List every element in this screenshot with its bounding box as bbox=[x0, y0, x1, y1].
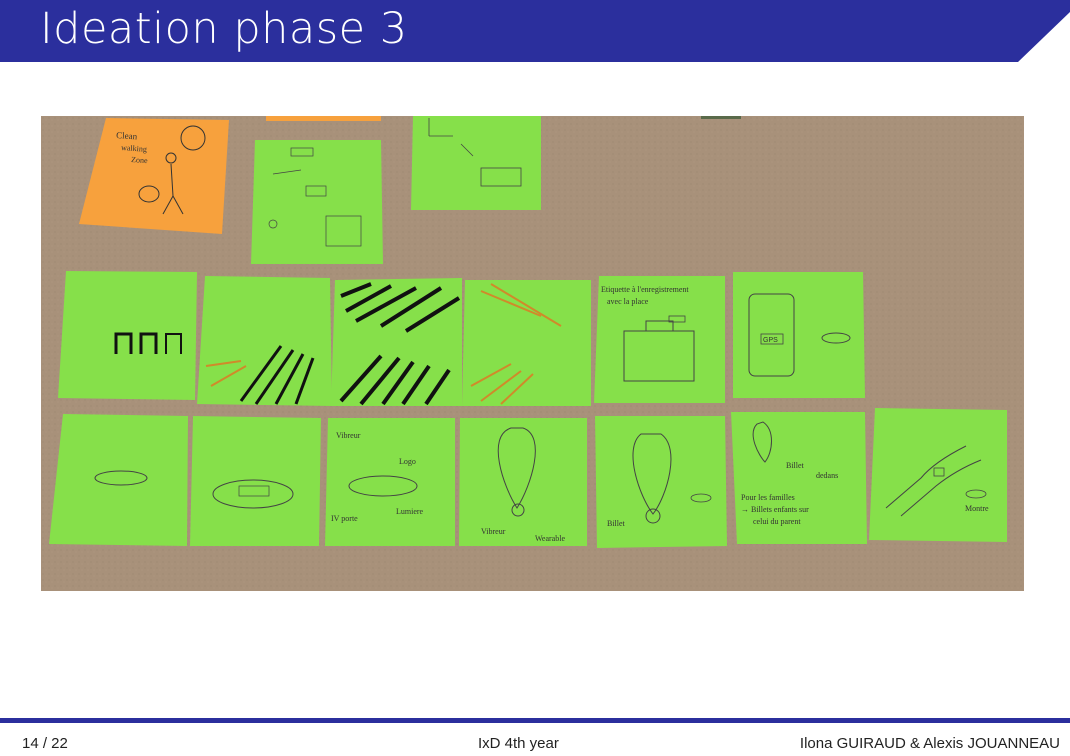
header-banner-shape bbox=[0, 0, 1070, 62]
green-note-luggage: Etiquette à l'enregistrement avec la pla… bbox=[594, 276, 725, 403]
note-text-clean: Clean bbox=[116, 130, 138, 141]
note-text-billet-2: Billet bbox=[786, 461, 805, 470]
note-text-vibreur: Vibreur bbox=[336, 431, 361, 440]
course-label: IxD 4th year bbox=[478, 735, 559, 752]
note-text-billet: Billet bbox=[607, 519, 626, 528]
authors-label: Ilona GUIRAUD & Alexis JOUANNEAU bbox=[799, 735, 1060, 752]
note-text-familles: Pour les familles bbox=[741, 493, 795, 502]
green-note-1 bbox=[251, 140, 383, 264]
green-note-wrist: Montre bbox=[869, 408, 1007, 542]
note-text-vibreur-2: Vibreur bbox=[481, 527, 506, 536]
sticky-notes-photo: Clean walking Zone bbox=[41, 116, 1024, 591]
green-note-billet: Billet bbox=[595, 416, 727, 548]
header-bar: Ideation phase 3 bbox=[0, 0, 1070, 62]
note-text-walking: walking bbox=[121, 143, 147, 154]
note-text-wearable: Wearable bbox=[535, 534, 565, 543]
green-note-2 bbox=[411, 116, 541, 210]
note-text-lumiere: Lumiere bbox=[396, 507, 424, 516]
green-note-family: Billet dedans Pour les familles → Billet… bbox=[731, 412, 867, 544]
green-note-row2-3 bbox=[331, 278, 462, 406]
green-note-row3-1 bbox=[49, 414, 188, 546]
green-note-row2-4 bbox=[462, 280, 591, 406]
green-note-row2-2 bbox=[197, 276, 332, 406]
note-text-zone: Zone bbox=[131, 155, 148, 165]
note-text-montre: Montre bbox=[965, 504, 989, 513]
green-note-row3-2 bbox=[190, 416, 321, 546]
orange-note: Clean walking Zone bbox=[79, 118, 229, 234]
note-text-place: avec la place bbox=[607, 297, 649, 306]
note-text-enfants: → Billets enfants sur bbox=[741, 505, 809, 514]
footer-divider bbox=[0, 718, 1070, 723]
green-note-wearable: Vibreur Wearable bbox=[459, 418, 587, 546]
footer: 14 / 22 IxD 4th year Ilona GUIRAUD & Ale… bbox=[0, 723, 1070, 756]
green-note-row2-1 bbox=[58, 271, 197, 400]
green-note-vibreur: Vibreur Logo IV porte Lumiere bbox=[325, 418, 455, 546]
note-text-parent: celui du parent bbox=[753, 517, 801, 526]
note-text-dedans: dedans bbox=[816, 471, 838, 480]
note-text-logo: Logo bbox=[399, 457, 416, 466]
slide-title: Ideation phase 3 bbox=[40, 4, 408, 54]
note-text-gps: GPS bbox=[763, 337, 778, 344]
green-note-phone: GPS bbox=[733, 272, 865, 398]
photo-illustration: Clean walking Zone bbox=[41, 116, 1024, 591]
note-text-etiquette: Etiquette à l'enregistrement bbox=[601, 285, 689, 294]
note-text-porte: IV porte bbox=[331, 514, 358, 523]
page-number: 14 / 22 bbox=[22, 735, 68, 752]
